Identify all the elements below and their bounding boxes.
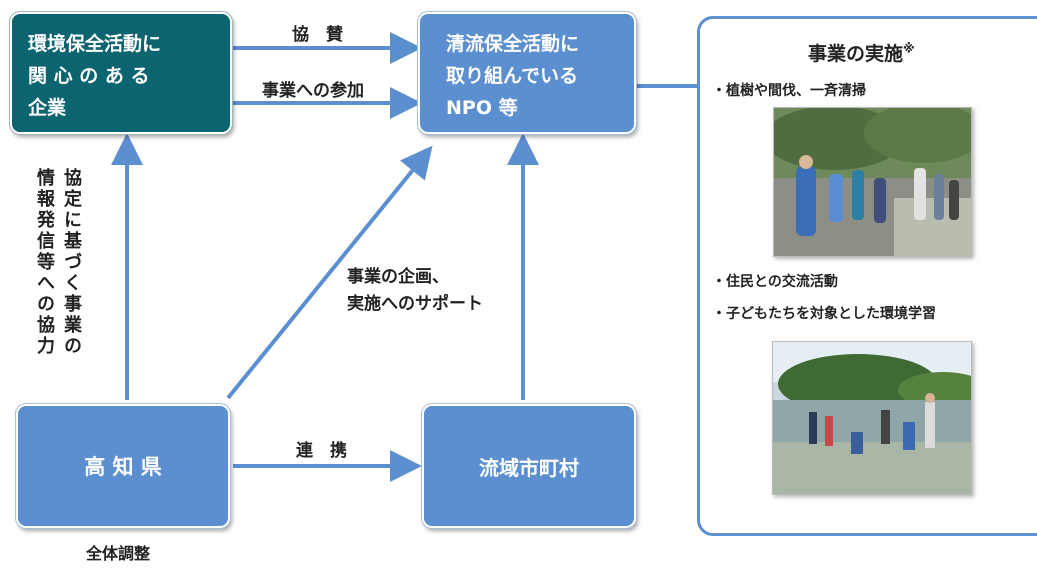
- company-node-line1: 環境保全活動に: [28, 33, 162, 55]
- municipality-node: 流域市町村: [421, 403, 637, 529]
- arrow-to-npo-diagonal: [226, 145, 433, 400]
- prefecture-label: 高 知 県: [84, 455, 162, 479]
- company-node-line2: 関 心 の あ る: [28, 65, 150, 87]
- label-participation: 事業への参加: [262, 81, 364, 101]
- label-collaboration: 連 携: [296, 441, 347, 461]
- photo-river-image: [773, 342, 971, 494]
- municipality-label: 流域市町村: [479, 455, 579, 480]
- photo-river-study: [772, 341, 972, 495]
- panel-bullet-exchange: ・住民との交流活動: [712, 274, 838, 290]
- implementation-panel: 事業の実施※ ・植樹や間伐、一斉清掃 ・住民との交流活動 ・子どもたちを対象とし…: [697, 16, 1037, 536]
- photo-cleanup-image: [774, 108, 971, 256]
- panel-title: 事業の実施※: [808, 39, 915, 66]
- npo-node: 清流保全活動に 取り組んでいる NPO 等: [417, 11, 637, 135]
- npo-node-line3: NPO 等: [446, 97, 518, 119]
- company-node: 環境保全活動に 関 心 の あ る 企業: [9, 11, 233, 135]
- bottom-note-coordination: 全体調整: [86, 544, 151, 563]
- npo-node-line2: 取り組んでいる: [446, 65, 579, 87]
- label-cooperation-line2: 情報発信等への協力: [34, 168, 55, 357]
- label-cooperation-line1: 協定に基づく事業の: [61, 168, 82, 357]
- panel-bullet-planting: ・植樹や間伐、一斉清掃: [712, 83, 866, 99]
- prefecture-node: 高 知 県: [15, 403, 231, 529]
- panel-bullet-education: ・子どもたちを対象とした環境学習: [712, 306, 936, 322]
- label-support-line2: 実施へのサポート: [347, 294, 483, 314]
- company-node-line3: 企業: [28, 97, 67, 119]
- label-sponsorship: 協 賛: [292, 25, 343, 45]
- label-support-line1: 事業の企画、: [347, 267, 449, 287]
- photo-cleanup-activity: [773, 107, 972, 257]
- npo-node-line1: 清流保全活動に: [446, 33, 580, 55]
- panel-title-text: 事業の実施: [808, 43, 904, 65]
- panel-title-mark: ※: [903, 41, 915, 56]
